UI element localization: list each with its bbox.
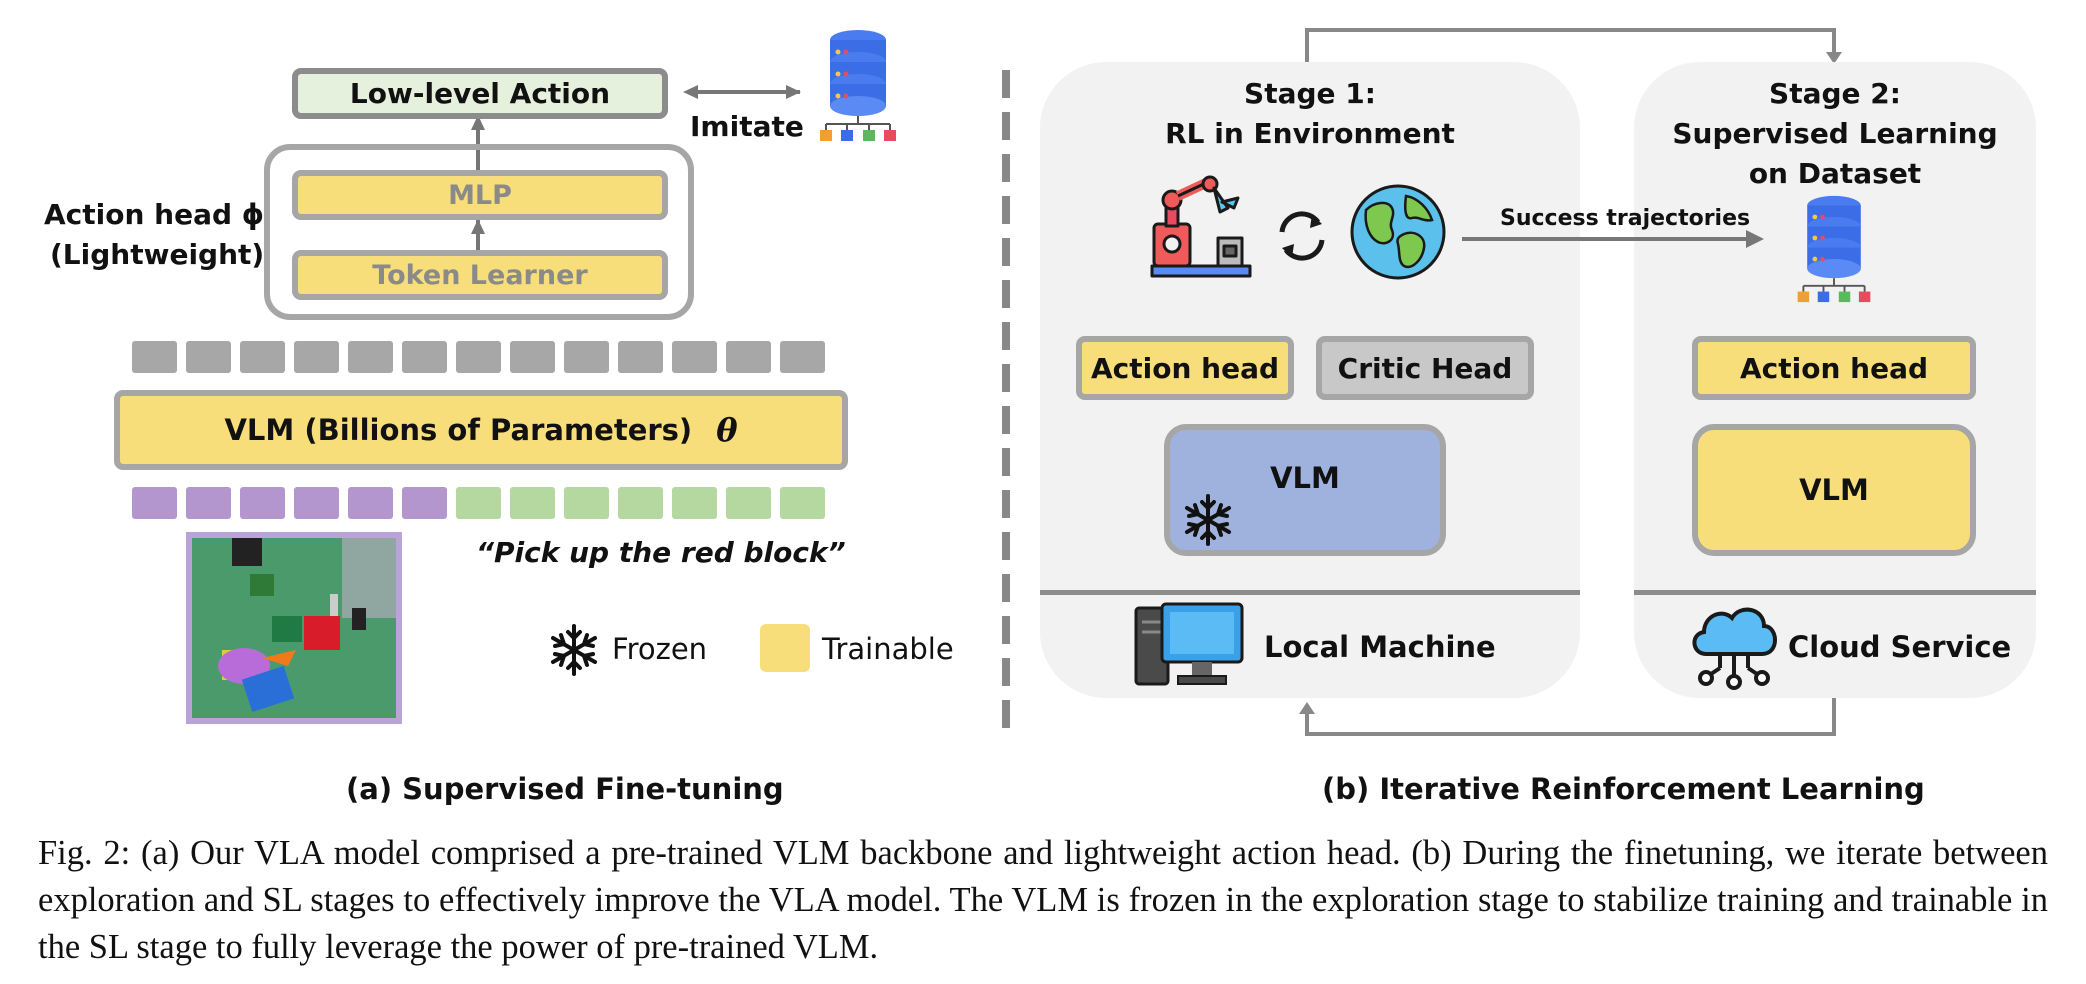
- globe-icon: [1350, 184, 1446, 280]
- hidden-token: [348, 341, 393, 373]
- loop-arrow-top: [1305, 28, 1836, 64]
- stage2-title-line3: on Dataset: [1748, 157, 1922, 190]
- vision-token: [348, 487, 393, 519]
- hidden-token: [726, 341, 771, 373]
- low-level-action-box: Low-level Action: [292, 68, 668, 119]
- legend-frozen-label: Frozen: [612, 632, 708, 666]
- action-head-container: [264, 144, 694, 320]
- success-trajectories-arrow: [1462, 230, 1764, 248]
- theta-symbol: θ: [716, 411, 738, 449]
- hidden-token: [240, 341, 285, 373]
- token-learner-box: Token Learner: [292, 250, 668, 300]
- legend-trainable-swatch: [760, 624, 810, 672]
- mlp-label: MLP: [448, 179, 512, 211]
- stage1-divider: [1040, 590, 1580, 595]
- token-learner-label: Token Learner: [372, 259, 588, 291]
- mlp-box: MLP: [292, 170, 668, 220]
- stage2-title-line2: Supervised Learning: [1672, 117, 1998, 150]
- stage1-action-head-box: Action head: [1076, 336, 1294, 400]
- hidden-token: [402, 341, 447, 373]
- text-token: [672, 487, 717, 519]
- action-head-label: Action head ϕ: [44, 198, 265, 231]
- computer-icon: [1134, 602, 1244, 686]
- robot-arm-icon: [1150, 175, 1252, 278]
- cloud-service-label: Cloud Service: [1788, 630, 2012, 664]
- snowflake-icon: [1185, 494, 1231, 546]
- stage2-title-line1: Stage 2:: [1769, 77, 1901, 110]
- stage2-vlm-trainable-box: VLM: [1692, 424, 1976, 556]
- hidden-token: [672, 341, 717, 373]
- stage2-action-head-box: Action head: [1692, 336, 1976, 400]
- loop-arrow-bottom: [1305, 698, 1836, 736]
- figure-caption: Fig. 2: (a) Our VLA model comprised a pr…: [38, 834, 2048, 966]
- local-machine-label: Local Machine: [1264, 630, 1496, 664]
- database-icon: [1797, 195, 1871, 303]
- database-icon: [820, 30, 896, 141]
- snowflake-icon: [551, 624, 597, 676]
- critic-head-box: Critic Head: [1316, 336, 1534, 400]
- observation-image: [186, 532, 402, 724]
- stage1-title-line1: Stage 1:: [1244, 77, 1376, 110]
- low-level-action-label: Low-level Action: [349, 77, 611, 110]
- stage2-title: Stage 2: Supervised Learning on Dataset: [1634, 74, 2036, 194]
- cloud-network-icon: [1692, 607, 1777, 690]
- stage2-action-head-label: Action head: [1739, 351, 1929, 385]
- text-token: [618, 487, 663, 519]
- critic-head-label: Critic Head: [1337, 351, 1513, 385]
- refresh-cycle-icon: [1279, 211, 1325, 261]
- text-token: [456, 487, 501, 519]
- hidden-token: [456, 341, 501, 373]
- vlm-backbone-label: VLM (Billions of Parameters): [224, 413, 693, 447]
- vision-token: [186, 487, 231, 519]
- vision-token: [240, 487, 285, 519]
- imitate-label: Imitate: [690, 110, 804, 143]
- vision-token: [294, 487, 339, 519]
- stage1-vlm-label: VLM: [1270, 461, 1340, 495]
- hidden-token: [564, 341, 609, 373]
- lightweight-label: (Lightweight): [50, 238, 265, 271]
- hidden-token: [780, 341, 825, 373]
- stage2-vlm-label: VLM: [1799, 473, 1869, 507]
- text-token: [510, 487, 555, 519]
- hidden-token: [510, 341, 555, 373]
- legend-trainable-label: Trainable: [822, 632, 954, 666]
- stage1-vlm-frozen-box: VLM: [1164, 424, 1446, 556]
- hidden-token: [294, 341, 339, 373]
- vlm-backbone-box: VLM (Billions of Parameters) θ: [114, 390, 848, 470]
- hidden-token: [132, 341, 177, 373]
- stage1-title-line2: RL in Environment: [1165, 117, 1455, 150]
- stage1-action-head-label: Action head: [1090, 351, 1280, 385]
- hidden-token: [618, 341, 663, 373]
- instruction-text: “Pick up the red block”: [476, 536, 846, 569]
- text-token: [564, 487, 609, 519]
- text-token: [726, 487, 771, 519]
- stage1-title: Stage 1: RL in Environment: [1040, 74, 1580, 154]
- stage2-divider: [1634, 590, 2036, 595]
- vision-token: [132, 487, 177, 519]
- text-token: [780, 487, 825, 519]
- subcaption-a: (a) Supervised Fine-tuning: [346, 772, 784, 806]
- hidden-token: [186, 341, 231, 373]
- subcaption-b: (b) Iterative Reinforcement Learning: [1322, 772, 1925, 806]
- success-trajectories-label: Success trajectories: [1500, 206, 1751, 231]
- vision-token: [402, 487, 447, 519]
